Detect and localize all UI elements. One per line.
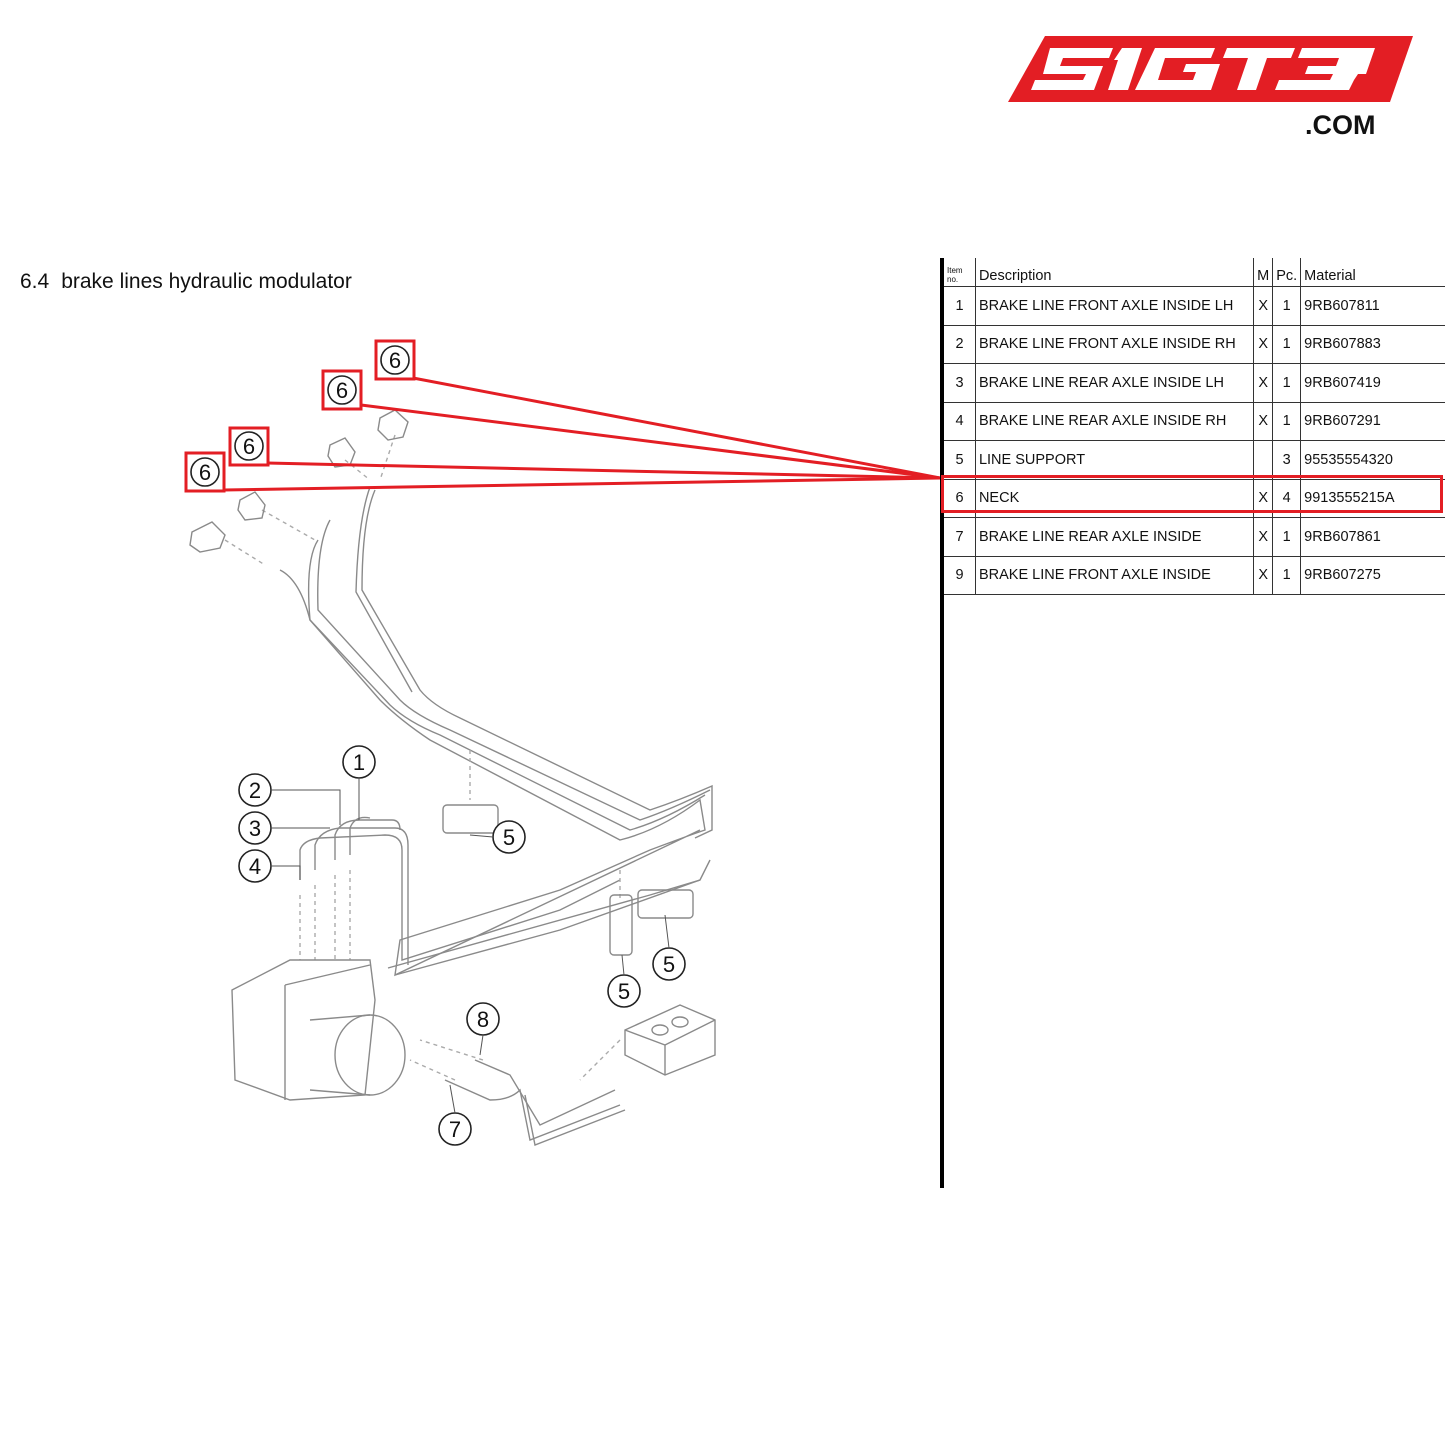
row-material: 9RB607419 [1300,363,1445,403]
row-description: BRAKE LINE FRONT AXLE INSIDE RH [974,325,1254,364]
header-pc: Pc. [1272,258,1301,287]
row-description: BRAKE LINE REAR AXLE INSIDE [974,517,1254,557]
table-row[interactable]: 9 BRAKE LINE FRONT AXLE INSIDE X 1 9RB60… [944,556,1445,595]
row-material: 95535554320 [1300,440,1445,480]
parts-table: Item no. Description M Pc. Material 1 BR… [944,258,1445,595]
row-material: 9913555215A [1300,479,1445,518]
callout-5-c: 5 [618,979,630,1004]
row-description: NECK [974,479,1254,518]
callout-6-b: 6 [336,378,348,403]
callout-7: 7 [449,1117,461,1142]
row-item: 1 [944,286,976,326]
row-item: 9 [944,556,976,595]
table-row[interactable]: 4 BRAKE LINE REAR AXLE INSIDE RH X 1 9RB… [944,402,1445,441]
callout-1: 1 [353,750,365,775]
table-left-rule [940,258,944,1188]
row-item: 2 [944,325,976,364]
callout-3: 3 [249,816,261,841]
row-m: X [1253,517,1273,557]
header-item: Item no. [944,258,976,287]
row-item: 7 [944,517,976,557]
row-m: X [1253,325,1273,364]
table-row[interactable]: 2 BRAKE LINE FRONT AXLE INSIDE RH X 1 9R… [944,325,1445,364]
header-material: Material [1300,258,1445,287]
row-description: BRAKE LINE REAR AXLE INSIDE RH [974,402,1254,441]
row-material: 9RB607861 [1300,517,1445,557]
callout-8: 8 [477,1007,489,1032]
callout-5-a: 5 [503,825,515,850]
table-row[interactable]: 5 LINE SUPPORT 3 95535554320 [944,440,1445,480]
row-pc: 4 [1272,479,1301,518]
callout-6-c: 6 [243,434,255,459]
row-item: 5 [944,440,976,480]
section-number: 6.4 [20,270,50,293]
site-logo[interactable] [1005,30,1420,145]
table-row[interactable]: 1 BRAKE LINE FRONT AXLE INSIDE LH X 1 9R… [944,286,1445,326]
row-pc: 3 [1272,440,1301,480]
row-item: 4 [944,402,976,441]
header-m: M [1253,258,1273,287]
row-pc: 1 [1272,363,1301,403]
table-row[interactable]: 7 BRAKE LINE REAR AXLE INSIDE X 1 9RB607… [944,517,1445,557]
callout-4: 4 [249,854,261,879]
callout-5-b: 5 [663,952,675,977]
header-description: Description [974,258,1254,287]
row-description: BRAKE LINE FRONT AXLE INSIDE [974,556,1254,595]
logo-dotcom: .COM [1305,110,1376,140]
callout-6-a: 6 [389,348,401,373]
row-m: X [1253,286,1273,326]
row-description: LINE SUPPORT [974,440,1254,480]
table-row[interactable]: 3 BRAKE LINE REAR AXLE INSIDE LH X 1 9RB… [944,363,1445,403]
table-header-row: Item no. Description M Pc. Material [944,258,1445,287]
table-row-highlighted[interactable]: 6 NECK X 4 9913555215A [944,479,1445,518]
row-pc: 1 [1272,402,1301,441]
row-material: 9RB607275 [1300,556,1445,595]
row-m [1253,440,1273,480]
row-material: 9RB607883 [1300,325,1445,364]
section-title: brake lines hydraulic modulator [61,270,352,293]
row-m: X [1253,556,1273,595]
row-item: 6 [944,479,976,518]
row-description: BRAKE LINE FRONT AXLE INSIDE LH [974,286,1254,326]
row-pc: 1 [1272,556,1301,595]
row-material: 9RB607291 [1300,402,1445,441]
callout-2: 2 [249,778,261,803]
row-pc: 1 [1272,286,1301,326]
row-pc: 1 [1272,517,1301,557]
row-item: 3 [944,363,976,403]
row-description: BRAKE LINE REAR AXLE INSIDE LH [974,363,1254,403]
row-m: X [1253,363,1273,403]
row-m: X [1253,479,1273,518]
callout-6-d: 6 [199,460,211,485]
row-m: X [1253,402,1273,441]
row-material: 9RB607811 [1300,286,1445,326]
page-title: 6.4 brake lines hydraulic modulator [20,270,352,294]
row-pc: 1 [1272,325,1301,364]
